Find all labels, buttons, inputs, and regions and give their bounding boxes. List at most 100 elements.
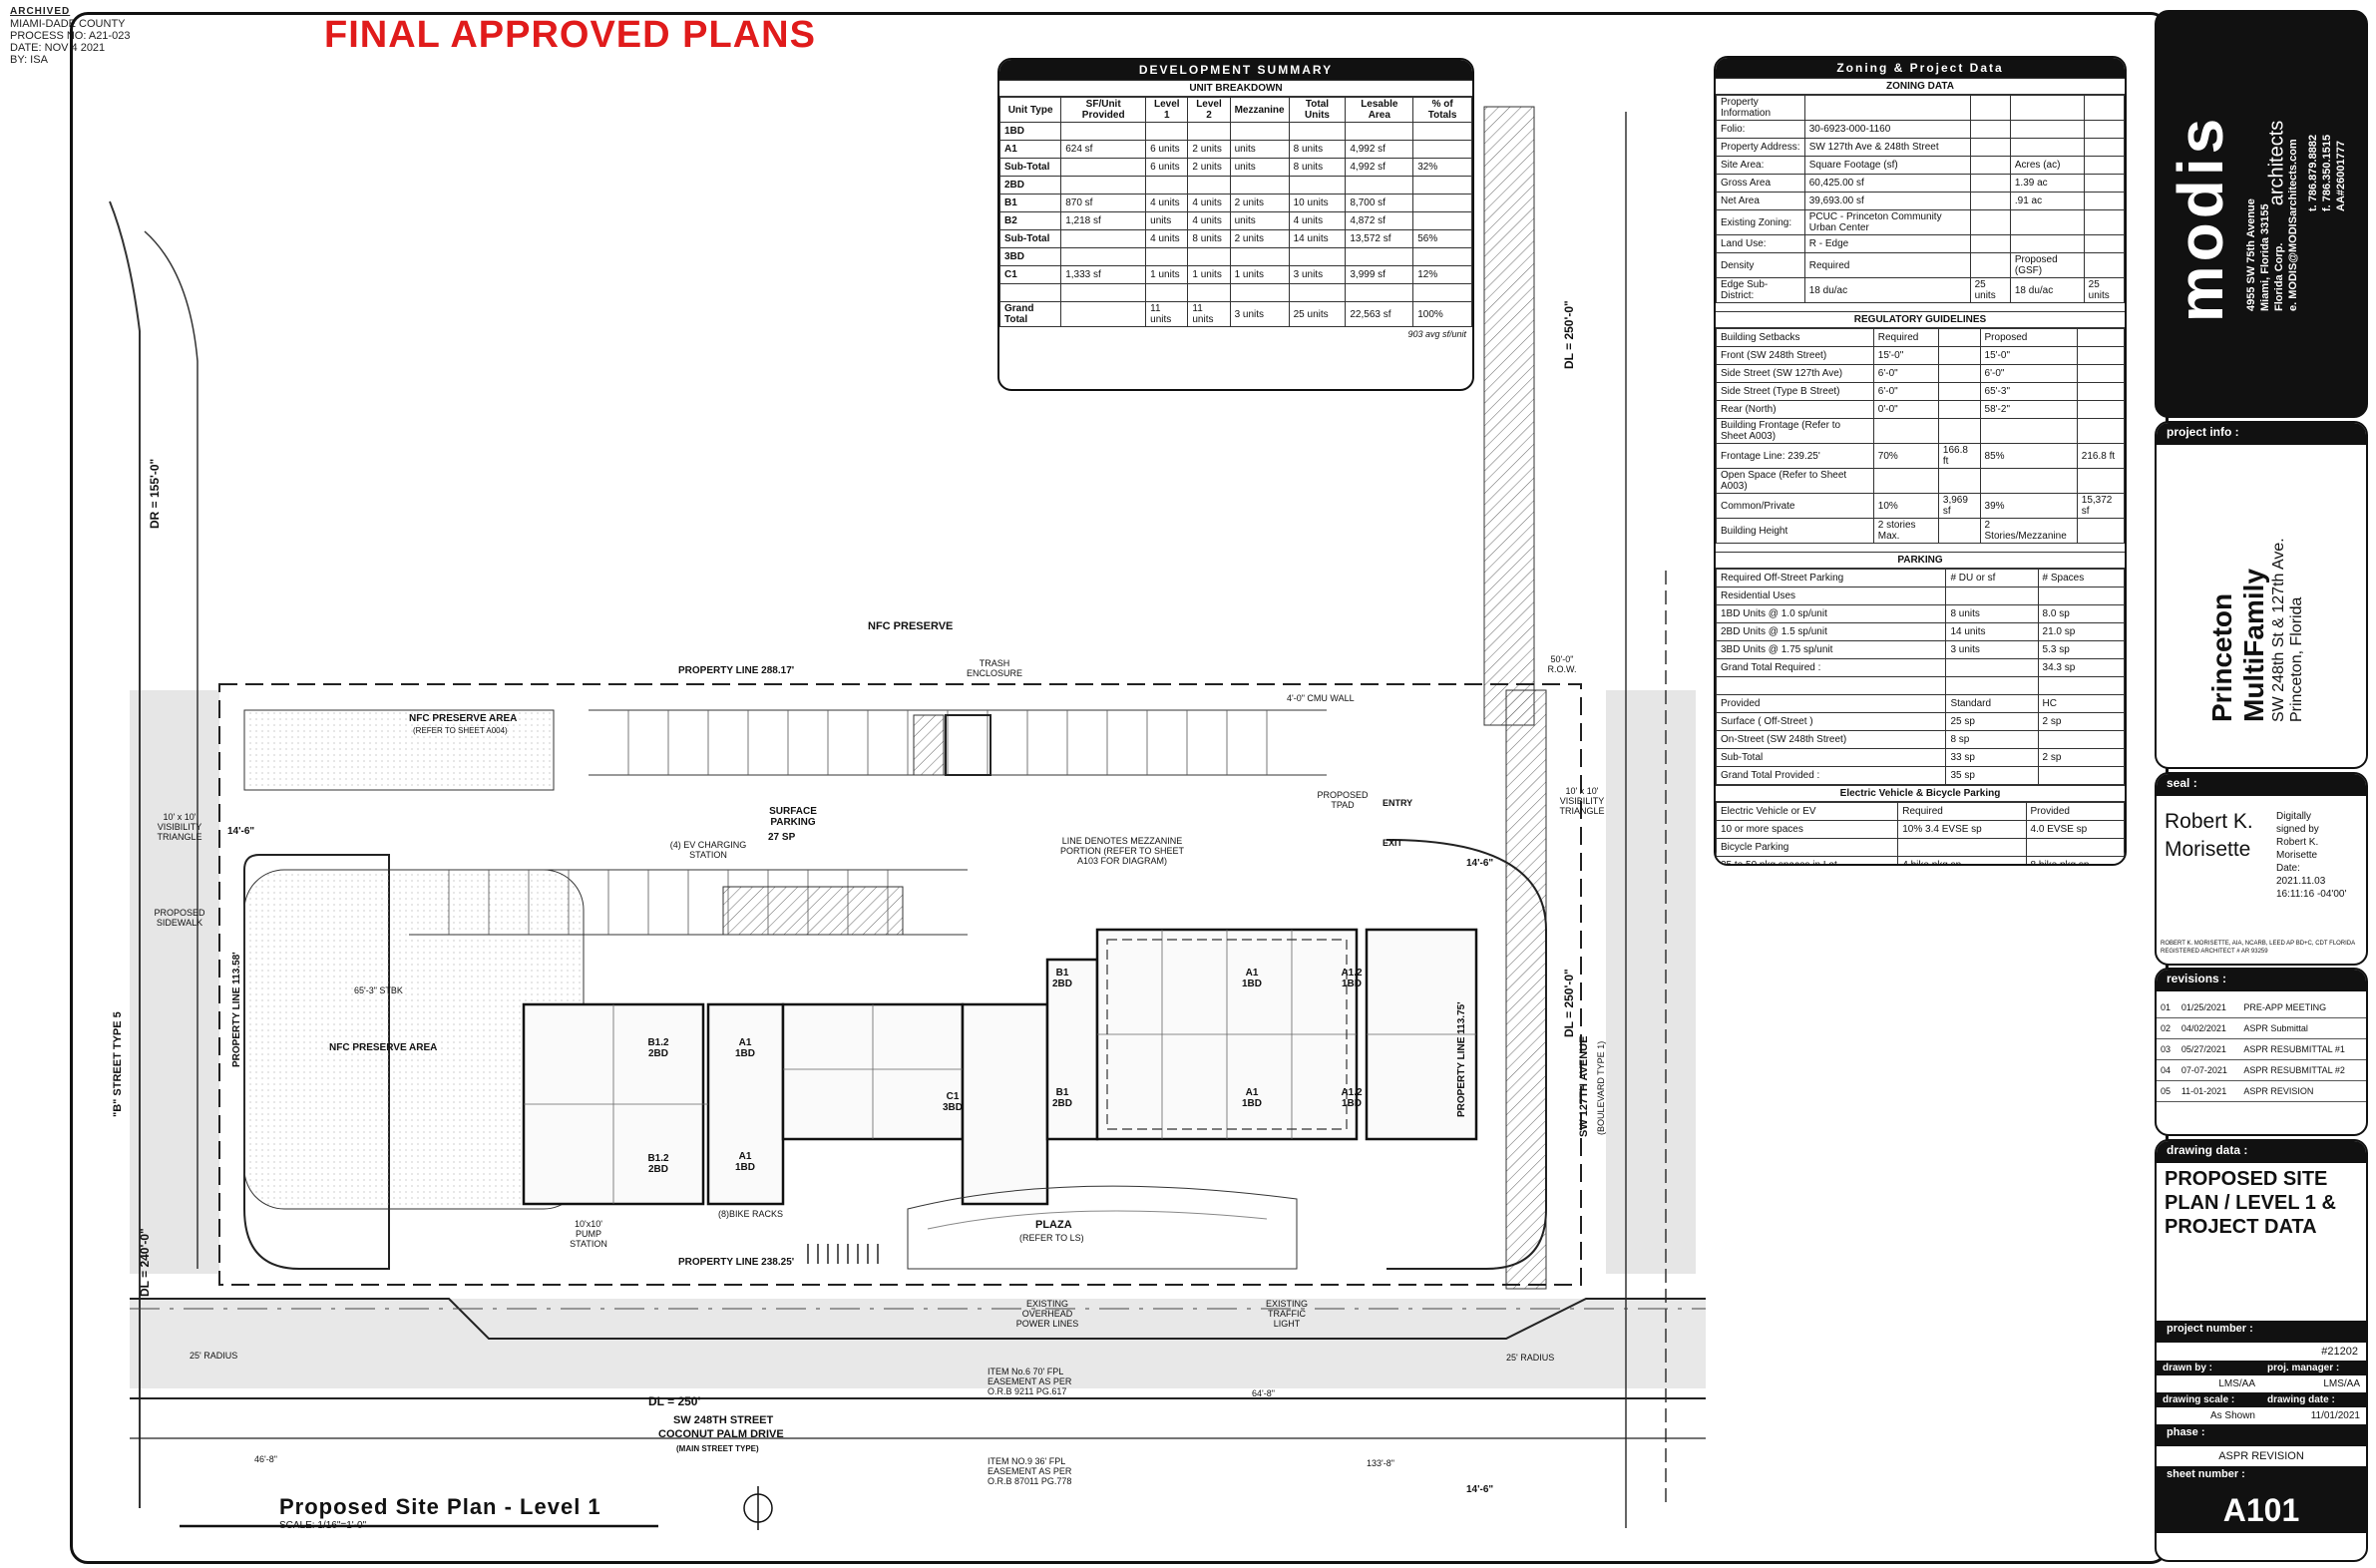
revision-row-cell: PRE-APP MEETING (2239, 997, 2366, 1018)
zoning-row-cell: .91 ac (2009, 192, 2085, 210)
drawing-data-box: drawing data : PROPOSED SITE PLAN / LEVE… (2155, 1139, 2368, 1562)
regulatory-row-cell (2076, 518, 2125, 544)
drawing-scale-label: drawing scale : (2163, 1394, 2235, 1405)
revision-row-cell: 05 (2157, 1080, 2178, 1102)
label-sw127: SW 127TH AVENUE (1578, 1035, 1590, 1137)
unit-breakdown-row-cell: units (1229, 140, 1290, 159)
unit-breakdown-row-cell (1345, 247, 1414, 266)
regulatory-row-cell (1937, 382, 1981, 401)
label-sw248: SW 248TH STREET (673, 1414, 774, 1426)
zoning-data-title: ZONING DATA (1716, 78, 2125, 95)
unit-breakdown-row-cell (1412, 140, 1472, 159)
unit-breakdown-row-cell: 4 units (1187, 211, 1231, 230)
regulatory-row-cell (2076, 328, 2125, 347)
unit-breakdown-row-cell: 1BD (999, 122, 1062, 141)
unit-breakdown-row-cell: 3 units (1288, 265, 1347, 284)
unit-breakdown-row-cell: 11 units (1145, 301, 1189, 327)
regulatory-row-cell: 3,969 sf (1937, 493, 1981, 519)
parking-row: On-Street (SW 248th Street)8 sp (1716, 730, 2125, 749)
drawn-by-row-label: drawn by : proj. manager : (2157, 1361, 2366, 1375)
regulatory-row-cell: Building Frontage (Refer to Sheet A003) (1716, 418, 1874, 444)
unit-breakdown-row-cell: 4,872 sf (1345, 211, 1414, 230)
drawn-by-row: LMS/AA LMS/AA (2157, 1375, 2366, 1392)
label-dl-west: DL = 240'-0" (138, 1228, 152, 1297)
revisions-label: revisions : (2157, 970, 2366, 991)
unit-breakdown-row-cell (1145, 247, 1189, 266)
revision-row-cell: 11-01-2021 (2177, 1080, 2240, 1102)
regulatory-row-cell: 216.8 ft (2076, 443, 2125, 469)
firm-logo-box: modis architects 4955 SW 75th Avenue Mia… (2155, 10, 2368, 418)
revision-row-cell: 07-07-2021 (2177, 1059, 2240, 1081)
parking-row: Residential Uses (1716, 587, 2125, 605)
ev-row-cell (1897, 838, 2027, 857)
drawn-by-label: drawn by : (2163, 1363, 2213, 1373)
unit-label: A1 1BD (734, 1151, 755, 1173)
parking-row-cell: Standard (1945, 694, 2039, 713)
unit-breakdown-row-cell: 2 units (1187, 140, 1231, 159)
regulatory-row-cell: Building Setbacks (1716, 328, 1874, 347)
seal-footer: ROBERT K. MORISETTE, AIA, NCARB, LEED AP… (2161, 941, 2355, 955)
stamp-line: MIAMI-DADE COUNTY (10, 18, 126, 30)
unit-breakdown-row-cell (1060, 176, 1147, 195)
firm-address-line: Miami, Florida 33155 (2259, 203, 2271, 311)
unit-breakdown-row-cell: Grand Total (999, 301, 1062, 327)
unit-label: A1 1BD (1241, 968, 1262, 989)
zoning-project-data-panel: Zoning & Project Data ZONING DATA Proper… (1714, 56, 2127, 866)
label-property-line-east: PROPERTY LINE 113.75' (1456, 1001, 1467, 1117)
unit-breakdown-row-cell: 22,563 sf (1345, 301, 1414, 327)
revision-row-cell: 05/27/2021 (2177, 1038, 2240, 1060)
unit-breakdown-row-cell: Sub-Total (999, 158, 1062, 177)
regulatory-row-cell: 65'-3" (1979, 382, 2078, 401)
label-plaza: PLAZA (1035, 1219, 1072, 1231)
revision-row-cell: 01/25/2021 (2177, 997, 2240, 1018)
unit-breakdown-row-cell: 2 units (1229, 229, 1290, 248)
project-number-label: project number : (2157, 1321, 2366, 1343)
regulatory-row-cell: 70% (1872, 443, 1939, 469)
ev-row-cell (2025, 838, 2125, 857)
unit-breakdown-header: SF/Unit Provided (1060, 97, 1147, 123)
regulatory-row-cell: 6'-0" (1872, 382, 1939, 401)
regulatory-row-cell: Required (1872, 328, 1939, 347)
phase: ASPR REVISION (2218, 1450, 2304, 1462)
zoning-row-cell: PCUC - Princeton Community Urban Center (1803, 209, 1971, 235)
regulatory-row-cell (2076, 346, 2125, 365)
label-visibility-west: 10' x 10' VISIBILITY TRIANGLE (157, 812, 202, 842)
unit-breakdown-row-cell (1288, 176, 1347, 195)
label-plaza-ref: (REFER TO LS) (1019, 1233, 1084, 1243)
unit-breakdown-row-cell: 10 units (1288, 194, 1347, 212)
regulatory-row-cell: Rear (North) (1716, 400, 1874, 419)
zoning-row-cell: Required (1803, 252, 1971, 278)
zoning-row-cell (1803, 95, 1971, 121)
zoning-row-cell: Edge Sub-District: (1716, 277, 1805, 303)
project-info-label: project info : (2157, 423, 2366, 445)
unit-breakdown-row-cell: 4,992 sf (1345, 158, 1414, 177)
unit-breakdown-row-cell: 8,700 sf (1345, 194, 1414, 212)
regulatory-row-cell (2076, 418, 2125, 444)
regulatory-row-cell: Open Space (Refer to Sheet A003) (1716, 468, 1874, 494)
label-ev-charging: (4) EV CHARGING STATION (669, 840, 747, 860)
unit-breakdown-row-cell: 3,999 sf (1345, 265, 1414, 284)
seal-sig-line: Digitally (2276, 811, 2312, 822)
label-surface-parking: SURFACE PARKING (769, 806, 817, 828)
parking-row: Grand Total Provided :35 sp (1716, 766, 2125, 785)
unit-breakdown-row-cell (1187, 283, 1231, 302)
label-boulevard: (BOULEVARD TYPE 1) (1596, 1040, 1606, 1135)
parking-row-cell (2037, 587, 2125, 605)
zoning-row: Property Address:SW 127th Ave & 248th St… (1716, 138, 2125, 157)
zoning-row-cell (1969, 120, 2011, 139)
parking-row-cell: HC (2037, 694, 2125, 713)
regulatory-row-cell: Frontage Line: 239.25' (1716, 443, 1874, 469)
parking-row-cell: # Spaces (2037, 569, 2125, 588)
unit-breakdown-row (999, 283, 1472, 302)
parking-row-cell: 35 sp (1945, 766, 2039, 785)
zoning-row: Folio:30-6923-000-1160 (1716, 120, 2125, 139)
unit-breakdown-title: UNIT BREAKDOWN (999, 80, 1472, 97)
label-cmu-wall: 4'-0" CMU WALL (1287, 693, 1355, 703)
